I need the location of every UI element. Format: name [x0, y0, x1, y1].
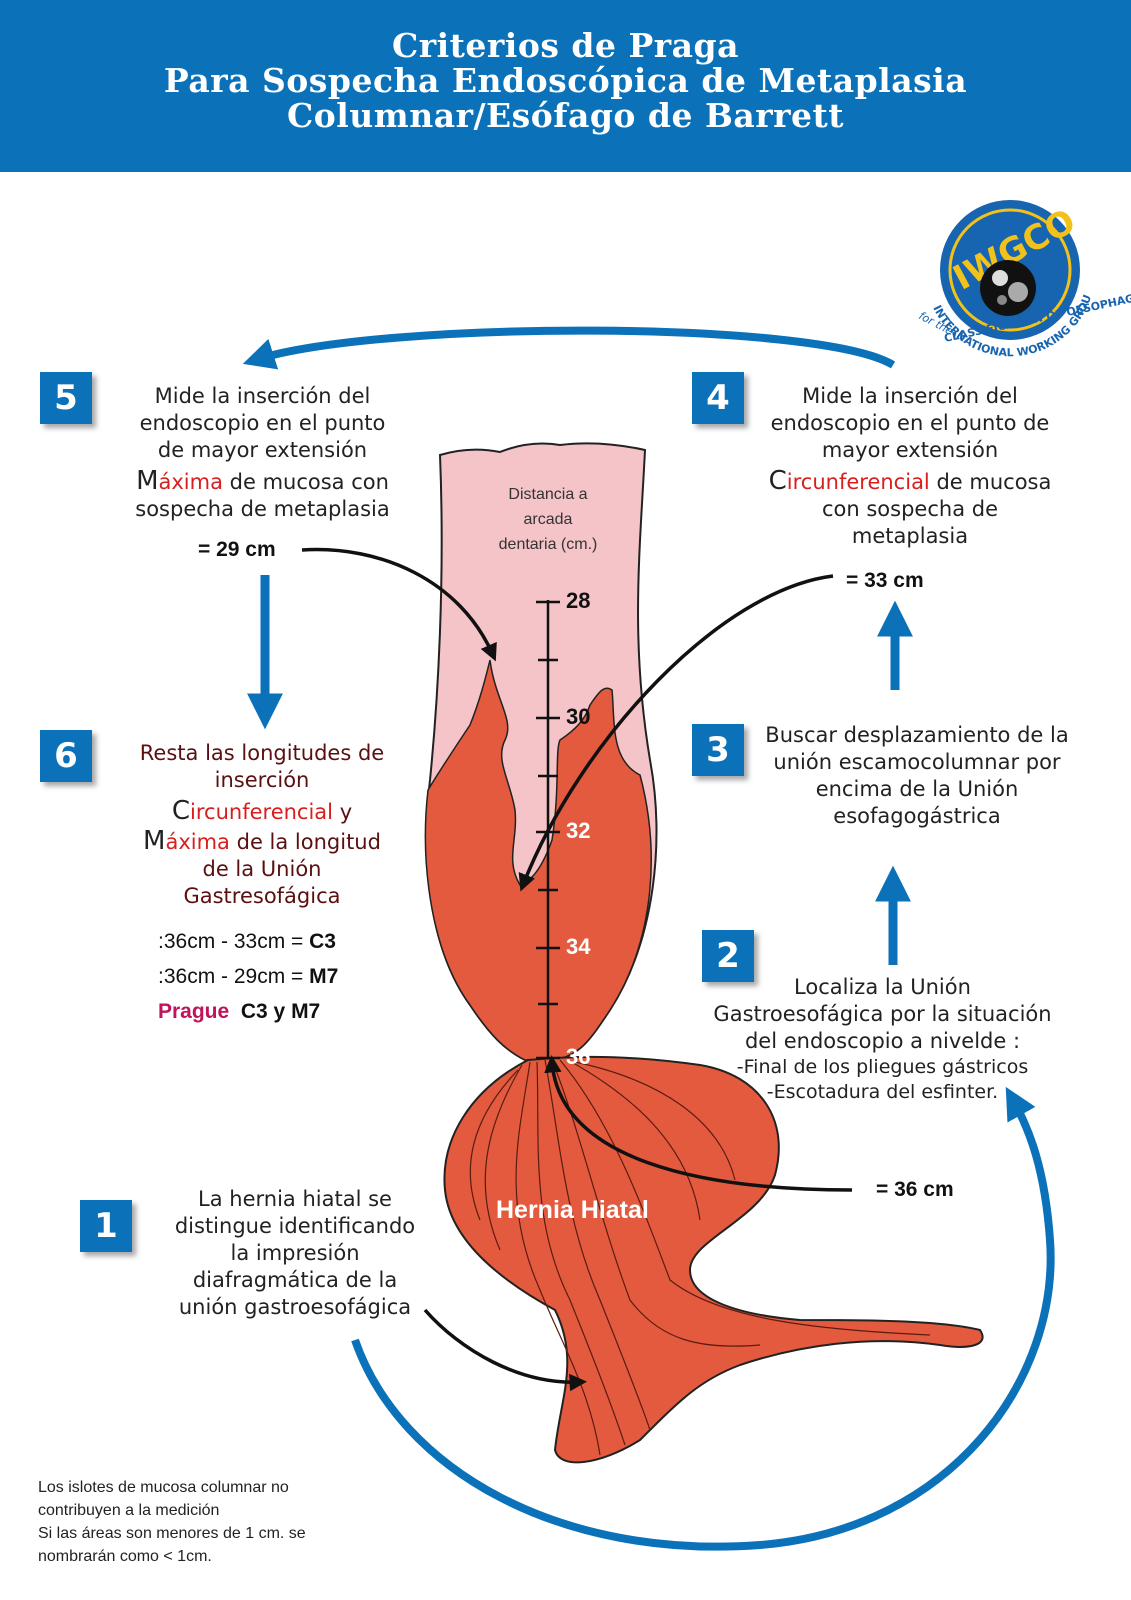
columnar-mucosa: [424, 659, 652, 1061]
title-line-2: Para Sospecha Endoscópica de Metaplasia: [163, 61, 968, 100]
flow-arrow-bottom: [351, 1086, 1055, 1551]
tick-32: 32: [566, 818, 591, 843]
step-4-text: Mide la inserción del endoscopio en el p…: [768, 384, 1052, 548]
pointer-33cm: [518, 574, 834, 892]
tick-36: 36: [566, 1044, 591, 1069]
iwgco-logo: IWGCO INTERNATIONAL WORKING GROUP for th…: [0, 0, 1131, 359]
step-6-badge: 6: [40, 730, 92, 782]
measurement-29cm: = 29 cm: [198, 538, 276, 561]
title-line-3: Columnar/Esófago de Barrett: [286, 96, 845, 135]
tick-34: 34: [566, 934, 591, 959]
title-line-1: Criterios de Praga: [391, 26, 740, 65]
step-2-badge: 2: [702, 930, 754, 982]
distance-label: Distancia a arcada dentaria (cm.): [498, 486, 598, 553]
footnote: Los islotes de mucosa columnar no contri…: [38, 1479, 306, 1565]
step-5-text: Mide la inserción del endoscopio en el p…: [135, 384, 390, 521]
step-4-badge: 4: [692, 372, 744, 424]
title-banner: Criterios de Praga Para Sospecha Endoscó…: [0, 0, 1131, 172]
step-2-text: Localiza la Unión Gastroesofágica por la…: [713, 975, 1052, 1103]
pointer-hernia: [423, 1308, 587, 1392]
pointer-36cm: [544, 1055, 853, 1192]
hernia-hiatal-label: Hernia Hiatal: [496, 1196, 649, 1224]
step-3-text: Buscar desplazamiento de la unión escamo…: [765, 723, 1069, 828]
measurement-33cm: = 33 cm: [846, 569, 924, 592]
prague-result: Prague C3 y M7: [158, 1000, 321, 1023]
step-3-badge: 3: [692, 724, 744, 776]
hiatal-hernia-stomach: [443, 1055, 984, 1464]
tick-28: 28: [566, 588, 591, 613]
step-1-text: La hernia hiatal se distingue identifica…: [174, 1187, 416, 1319]
pointer-29cm: [301, 547, 497, 662]
step-6-text: Resta las longitudes de inserción Circun…: [139, 741, 385, 908]
calc-maximum: :36cm - 29cm = M7: [158, 965, 339, 988]
gastric-folds: [469, 1059, 931, 1456]
measurement-36cm: = 36 cm: [876, 1178, 954, 1201]
step-1-badge: 1: [80, 1200, 132, 1252]
step-5-badge: 5: [40, 372, 92, 424]
tick-30: 30: [566, 704, 591, 729]
flow-arrow-top: [242, 326, 896, 370]
logo-subtitle-1: INTERNATIONAL WORKING GROUP: [0, 0, 1094, 359]
calc-circumferential: :36cm - 33cm = C3: [158, 930, 336, 953]
